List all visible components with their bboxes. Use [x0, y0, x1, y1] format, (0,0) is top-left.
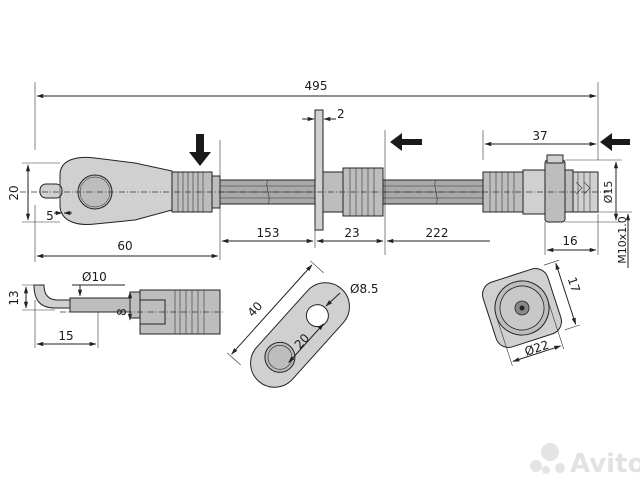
eye-height-dimension: 20: [7, 162, 60, 223]
dim-15: 15: [58, 329, 73, 343]
dim-d8-5: Ø8.5: [350, 282, 379, 296]
dim-m10: M10x1.0: [616, 216, 629, 264]
dim-60: 60: [117, 239, 132, 253]
end-fitting-dimension: 37: [484, 129, 597, 147]
dim-222: 222: [426, 226, 449, 240]
arrow-left-icon: [390, 133, 422, 151]
dim-23: 23: [344, 226, 359, 240]
dim-d15: Ø15: [602, 181, 615, 204]
dim-20: 20: [7, 185, 21, 200]
dim-16: 16: [562, 234, 577, 248]
thread-spec-dimension: M10x1.0: [598, 211, 632, 268]
thread-diameter-dimension: Ø15: [565, 159, 622, 223]
banjo-eye: [59, 156, 173, 225]
eye-offset-dimension: 5: [46, 209, 72, 223]
overall-length-dimension: 495: [34, 79, 599, 160]
hose-assembly-main: [20, 109, 610, 231]
arrow-down-icon: [189, 134, 211, 166]
segment-dimensions: 153 23 222: [221, 226, 490, 244]
dim-495: 495: [305, 79, 328, 93]
dim-37: 37: [532, 129, 547, 143]
dim-60-line: 60: [34, 205, 219, 262]
dim-8: 8: [115, 308, 129, 316]
dim-40: 40: [245, 299, 266, 320]
dim-2: 2: [337, 107, 345, 121]
dim-5: 5: [46, 209, 54, 223]
watermark-text: Avito: [570, 449, 640, 479]
dim-d10: Ø10: [82, 270, 107, 284]
avito-logo-icon: [530, 443, 565, 474]
dim-17: 17: [565, 275, 583, 294]
arrow-left-icon: [600, 133, 630, 151]
bracket-plate-detail: 40 20 Ø8.5: [227, 260, 379, 388]
bracket-thickness-dimension: 2: [302, 107, 345, 122]
nut-end-view: 17 Ø22: [482, 259, 583, 366]
dim-153: 153: [257, 226, 280, 240]
avito-watermark: Avito: [530, 443, 640, 479]
dim-13: 13: [7, 290, 21, 305]
nut-width-dimension: 16: [546, 214, 599, 255]
bent-end-side-view: 13 15 Ø10 8: [7, 270, 225, 348]
mounting-bracket: [314, 109, 324, 231]
